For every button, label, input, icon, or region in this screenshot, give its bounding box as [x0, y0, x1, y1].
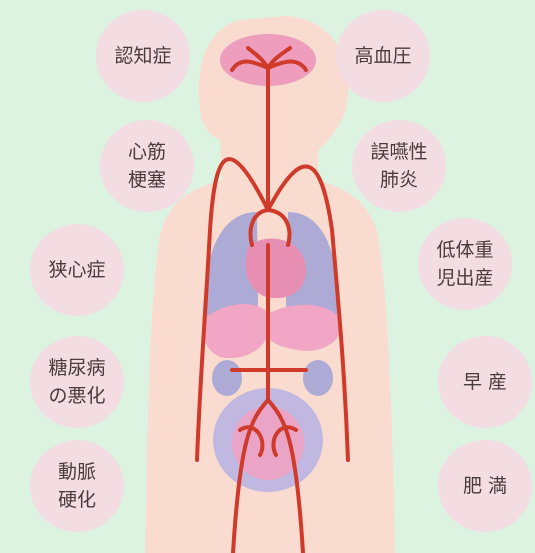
- right-kidney: [303, 360, 333, 396]
- bubble-hypertension: 高血圧: [336, 10, 430, 102]
- bubble-myocardial-infarction: 心筋 梗塞: [100, 120, 194, 212]
- bubble-diabetes-worsening: 糖尿病 の悪化: [30, 336, 124, 428]
- bubble-aspiration-pneumonia: 誤嚥性 肺炎: [352, 120, 446, 212]
- bubble-low-birth-weight: 低体重 児出産: [418, 218, 512, 310]
- bubble-preterm-birth: 早 産: [438, 336, 532, 428]
- left-kidney: [212, 360, 242, 396]
- bubble-angina: 狭心症: [30, 224, 124, 316]
- bubble-arteriosclerosis: 動脈 硬化: [30, 440, 124, 532]
- bubble-dementia: 認知症: [96, 10, 190, 102]
- bubble-obesity: 肥 満: [438, 440, 532, 532]
